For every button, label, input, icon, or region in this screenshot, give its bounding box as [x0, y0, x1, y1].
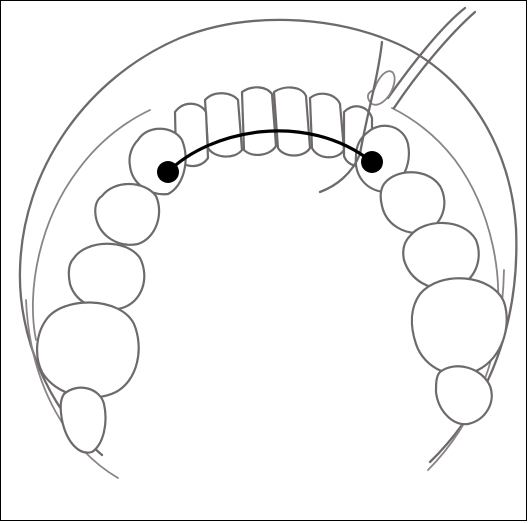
tooth-molar-right-3 [436, 366, 492, 424]
tooth-molar-left-1 [69, 244, 145, 310]
tooth-molar-left-3 [61, 388, 106, 453]
tooth-premolar-left-2 [95, 184, 159, 245]
tooth-incisor-left-lateral [205, 93, 242, 156]
tooth-incisor-right-central [274, 87, 310, 155]
tooth-incisor-left-central [242, 87, 276, 155]
tooth-molar-right-2 [412, 278, 507, 374]
tooth-incisor-right-lateral [310, 94, 344, 158]
left-endpoint-dot [157, 161, 179, 183]
right-endpoint-dot [361, 151, 383, 173]
tooth-molar-left-2 [37, 302, 139, 397]
